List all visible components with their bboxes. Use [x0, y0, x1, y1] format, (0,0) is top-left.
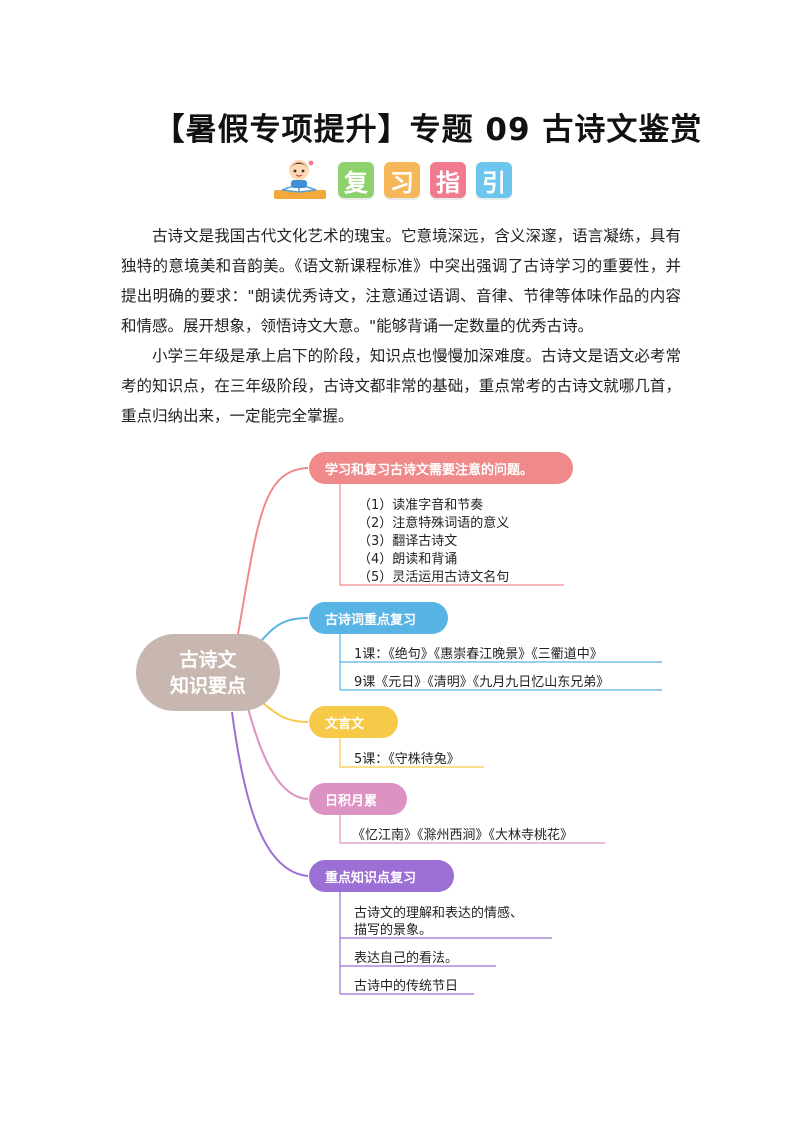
- list-item: 描写的景象。: [354, 923, 433, 938]
- center-line-1: 古诗文: [179, 648, 237, 671]
- mindmap-center-node: 古诗文 知识要点: [136, 634, 280, 711]
- list-item: （5）灵活运用古诗文名句: [358, 570, 510, 585]
- intro-paragraph: 小学三年级是承上启下的阶段，知识点也慢慢加深难度。古诗文是语文必考常考的知识点，…: [121, 347, 681, 425]
- branch-key-points: 重点知识点复习: [309, 860, 454, 892]
- list-item: 1课：《绝句》《惠崇春江晚景》《三衢道中》: [354, 647, 603, 662]
- connector-branch-2: [261, 617, 309, 641]
- list-item: （1）读准字音和节奏: [358, 498, 484, 513]
- connector-branch-5: [231, 711, 309, 877]
- branch-classical-prose: 文言文: [309, 706, 398, 738]
- list-item: 古诗文的理解和表达的情感、: [354, 906, 524, 921]
- list-item: （2）注意特殊词语的意义: [358, 516, 510, 531]
- review-guide-banner: 复 习 指 引: [272, 157, 512, 203]
- connector-sub-1: [339, 484, 564, 586]
- banner-char-zhi: 指: [430, 162, 466, 198]
- list-item: 古诗中的传统节日: [354, 979, 459, 994]
- branch-daily-accumulation: 日积月累: [309, 783, 407, 815]
- list-item: 表达自己的看法。: [354, 951, 459, 966]
- list-item: 9课《元日》《清明》《九月九日忆山东兄弟》: [354, 675, 610, 690]
- list-item: （3）翻译古诗文: [358, 534, 458, 549]
- connector-branch-1: [237, 467, 309, 635]
- studying-child-icon: [272, 157, 328, 203]
- list-item: （4）朗读和背诵: [358, 552, 458, 567]
- connector-sub-3: [339, 738, 484, 768]
- list-item: 5课：《守株待兔》: [354, 752, 460, 767]
- connector-branch-3: [261, 701, 309, 723]
- page-title: 【暑假专项提升】专题 09 古诗文鉴赏: [153, 112, 703, 148]
- branch-study-issues: 学习和复习古诗文需要注意的问题。: [309, 452, 573, 484]
- connector-sub-4: [339, 815, 605, 844]
- list-item: 《忆江南》《滁州西涧》《大林寺桃花》: [352, 828, 574, 843]
- connector-branch-4: [247, 707, 309, 800]
- intro-paragraph: 古诗文是我国古代文化艺术的瑰宝。它意境深远，含义深邃，语言凝练，具有独特的意境美…: [121, 227, 681, 335]
- intro-text: 古诗文是我国古代文化艺术的瑰宝。它意境深远，含义深邃，语言凝练，具有独特的意境美…: [121, 221, 681, 431]
- banner-char-yin: 引: [476, 162, 512, 198]
- banner-char-fu: 复: [338, 162, 374, 198]
- branch-poems-review: 古诗词重点复习: [309, 602, 448, 634]
- center-line-2: 知识要点: [169, 674, 246, 697]
- banner-char-xi: 习: [384, 162, 420, 198]
